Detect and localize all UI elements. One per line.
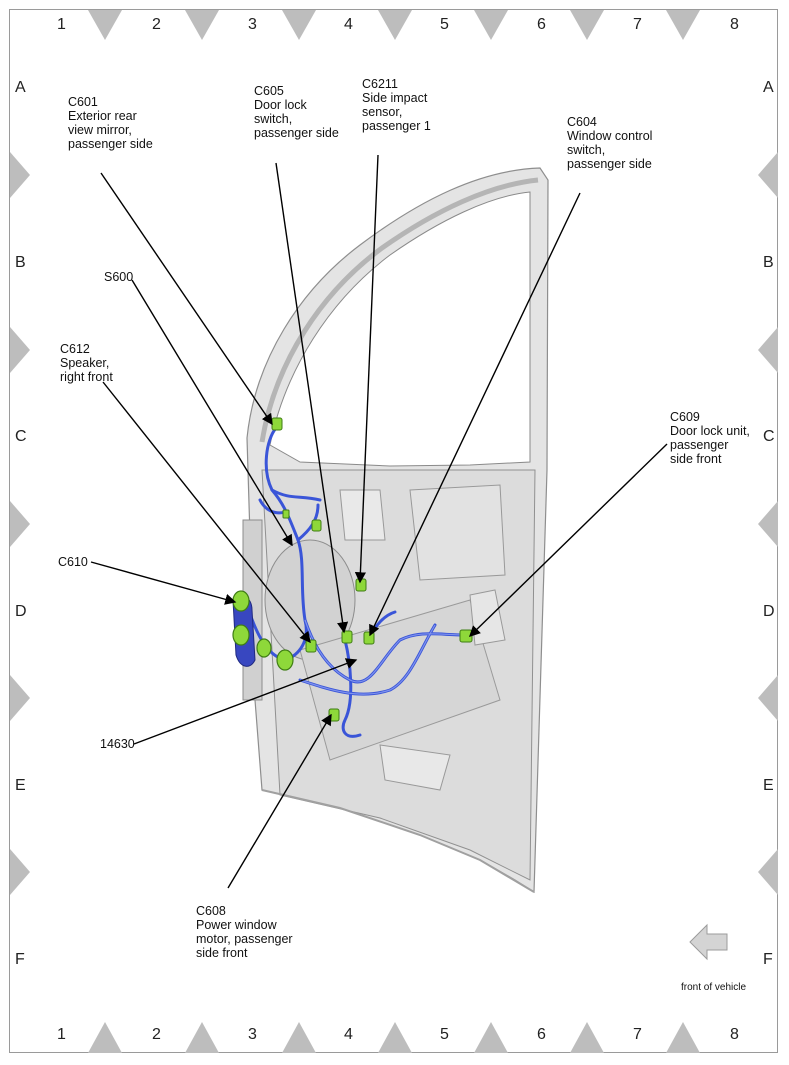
grid-col-3-bottom: 3 xyxy=(248,1026,257,1043)
grid-row-e-right: E xyxy=(763,777,774,794)
callout-c604: C604 Window control switch, passenger si… xyxy=(567,115,653,171)
grid-col-2-bottom: 2 xyxy=(152,1026,161,1043)
grid-row-a-left: A xyxy=(15,79,26,96)
front-of-vehicle-label: front of vehicle xyxy=(681,982,747,993)
connector-c6211 xyxy=(355,578,367,592)
grid-markers xyxy=(10,10,778,1053)
leader-lines xyxy=(90,154,668,889)
connector-c612-speaker xyxy=(305,639,317,653)
callout-c610: C610 xyxy=(58,555,88,569)
grid-col-4-top: 4 xyxy=(344,16,353,33)
harness-highlight xyxy=(299,619,466,695)
callout-14630: 14630 xyxy=(100,737,135,751)
grid-row-a-right: A xyxy=(763,79,774,96)
grid-row-c-right: C xyxy=(763,428,775,445)
grid-col-7-bottom: 7 xyxy=(633,1026,642,1043)
grid-col-8-bottom: 8 xyxy=(730,1026,739,1043)
splice-s600 xyxy=(282,509,290,519)
callout-c608: C608 Power window motor, passenger side … xyxy=(196,904,293,960)
grid-col-6-bottom: 6 xyxy=(537,1026,546,1043)
front-of-vehicle-arrow-icon xyxy=(689,923,728,961)
grid-col-8-top: 8 xyxy=(730,16,739,33)
door-panel xyxy=(242,167,549,894)
grid-row-d-right: D xyxy=(763,603,775,620)
connector-c605 xyxy=(341,630,353,644)
grid-col-4-bottom: 4 xyxy=(344,1026,353,1043)
grid-col-2-top: 2 xyxy=(152,16,161,33)
callout-c601: C601 Exterior rear view mirror, passenge… xyxy=(68,95,153,151)
callout-c605: C605 Door lock switch, passenger side xyxy=(254,84,339,140)
callout-c612: C612 Speaker, right front xyxy=(60,342,113,384)
grid-col-1-top: 1 xyxy=(57,16,66,33)
grid-col-1-bottom: 1 xyxy=(57,1026,66,1043)
callout-c609: C609 Door lock unit, passenger side fron… xyxy=(670,410,750,466)
callout-c6211: C6211 Side impact sensor, passenger 1 xyxy=(362,77,431,133)
grid-row-f-left: F xyxy=(15,951,25,968)
connector-c604 xyxy=(363,631,375,645)
grid-col-5-top: 5 xyxy=(440,16,449,33)
callout-s600: S600 xyxy=(104,270,134,284)
grid-col-7-top: 7 xyxy=(633,16,642,33)
grid-row-e-left: E xyxy=(15,777,26,794)
grid-col-3-top: 3 xyxy=(248,16,257,33)
grid-row-b-left: B xyxy=(15,254,26,271)
grid-col-6-top: 6 xyxy=(537,16,546,33)
grid-row-b-right: B xyxy=(763,254,774,271)
connector-c601 xyxy=(271,417,283,431)
grid-row-c-left: C xyxy=(15,428,27,445)
grid-col-5-bottom: 5 xyxy=(440,1026,449,1043)
grid-row-d-left: D xyxy=(15,603,27,620)
grid-row-f-right: F xyxy=(763,951,773,968)
connector-c612 xyxy=(311,519,322,532)
